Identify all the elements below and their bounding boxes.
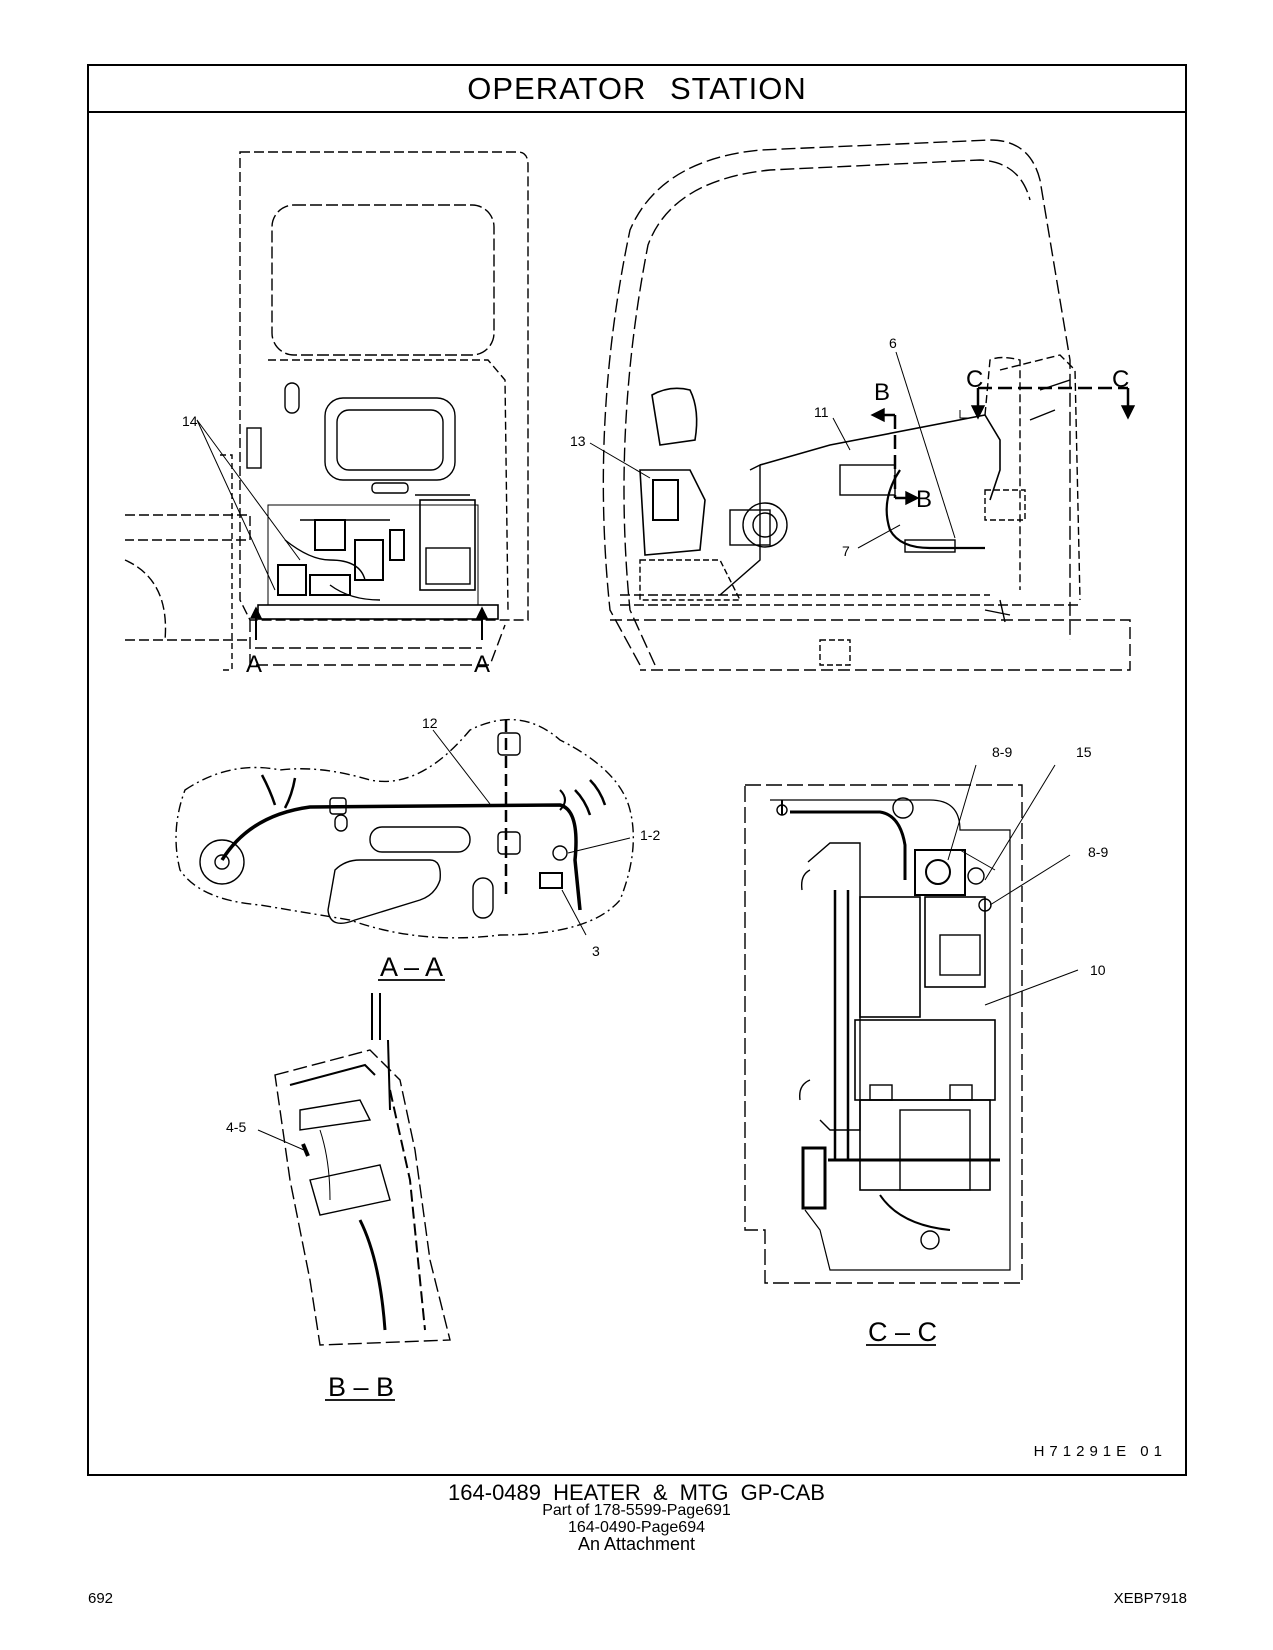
callout-14: 14 (182, 413, 198, 429)
callout-12: 12 (422, 715, 438, 731)
callout-11: 11 (814, 404, 829, 420)
callout-7: 7 (842, 543, 850, 559)
callout-15: 15 (1076, 744, 1092, 760)
caption-attachment: An Attachment (577, 1534, 696, 1554)
callout-3: 3 (592, 943, 600, 959)
callout-4-5: 4-5 (226, 1119, 246, 1135)
section-letter-c-right: C (1112, 366, 1129, 393)
cab-side-view (589, 139, 1136, 671)
callout-13: 13 (570, 433, 586, 449)
section-bb-view (257, 993, 451, 1401)
drawing-ref: H71291E 01 (1033, 1443, 1167, 1460)
section-letter-a-left: A (246, 651, 262, 678)
section-letter-b-bottom: B (916, 486, 932, 513)
section-letter-b-top: B (874, 379, 890, 406)
section-aa-view (175, 718, 634, 981)
title-bar: OPERATOR STATION (89, 66, 1185, 113)
drawing-frame: OPERATOR STATION H71291E 01 (87, 64, 1187, 1476)
page-number: 692 (88, 1590, 114, 1607)
section-letter-a-right: A (474, 651, 490, 678)
section-label-cc: C – C (868, 1317, 937, 1347)
page-title: OPERATOR STATION (467, 70, 807, 106)
caption-part-of: Part of 178-5599-Page691 (542, 1502, 731, 1519)
section-label-aa: A – A (380, 952, 443, 982)
caption-main: 164-0489 HEATER & MTG GP-CAB (448, 1480, 825, 1505)
callout-10: 10 (1090, 962, 1106, 978)
section-cc-view (744, 764, 1079, 1346)
section-letter-c-left: C (966, 366, 983, 393)
caption-related-group: 164-0490-Page694 (567, 1519, 705, 1536)
callout-8-9-right: 8-9 (1088, 844, 1108, 860)
document-code: XEBP7918 (1113, 1590, 1187, 1607)
section-label-bb: B – B (328, 1372, 394, 1402)
callout-6: 6 (889, 335, 897, 351)
callout-labels: 14 13 11 6 7 12 1-2 3 8-9 15 8-9 10 4-5 … (182, 335, 1129, 1402)
callout-1-2: 1-2 (640, 827, 660, 843)
callout-8-9-top: 8-9 (992, 744, 1012, 760)
cab-rear-view (124, 151, 529, 671)
